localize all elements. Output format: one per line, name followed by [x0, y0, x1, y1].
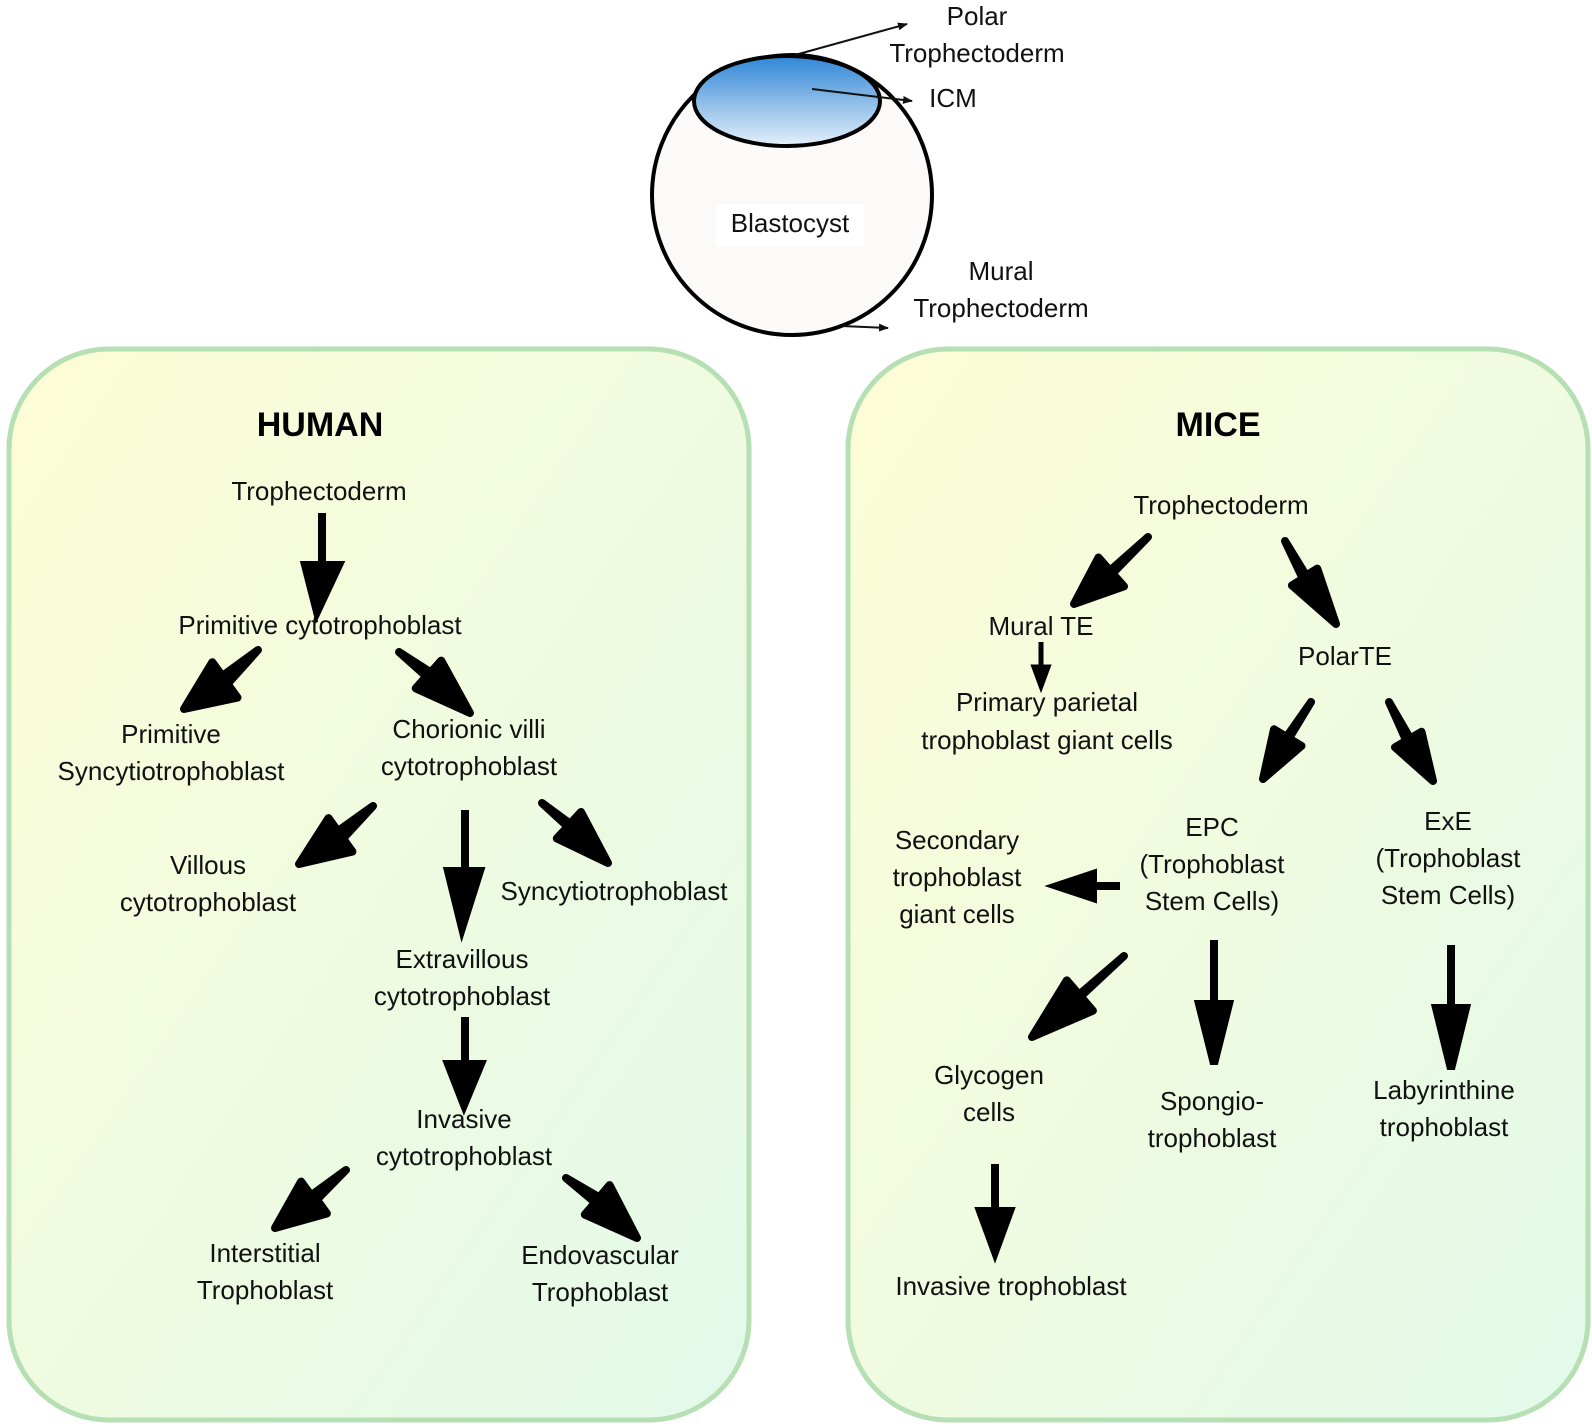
mice-title: MICE: [1176, 406, 1261, 444]
arrow-primitive-cyto-to-chorionic-villi: [395, 648, 474, 717]
arrow-polar-te-to-exe: [1385, 698, 1437, 785]
arrow-te-to-polar-te: [1281, 537, 1340, 628]
mice-spongio-line2: trophoblast: [1148, 1123, 1277, 1153]
mice-panel: MICE Trophectoderm Mural TE PolarTE Prim…: [845, 346, 1591, 1423]
arrow-epc-to-secondary: [1044, 868, 1120, 904]
arrow-glycogen-to-invasive: [974, 1164, 1016, 1264]
human-syncytiotrophoblast: Syncytiotrophoblast: [501, 876, 729, 906]
mice-primary-parietal-line1: Primary parietal: [956, 687, 1138, 717]
arrow-epc-to-glycogen: [1028, 952, 1128, 1041]
human-panel: HUMAN Trophectoderm Primitive cytotropho…: [6, 346, 752, 1423]
mice-exe-line2: (Trophoblast: [1376, 843, 1522, 873]
blastocyst-label: Blastocyst: [731, 208, 850, 238]
arrow-invasive-to-interstitial: [271, 1166, 350, 1232]
mice-primary-parietal-line2: trophoblast giant cells: [921, 725, 1172, 755]
blastocyst-label-bg: [716, 204, 864, 246]
mice-mural-te: Mural TE: [989, 611, 1094, 641]
polar-te-label-line2: Trophectoderm: [889, 38, 1064, 68]
mice-panel-box: [845, 346, 1591, 1423]
arrow-invasive-to-endovascular: [562, 1174, 641, 1242]
arrow-epc-to-spongio: [1193, 940, 1235, 1065]
mice-epc-line1: EPC: [1185, 812, 1238, 842]
icm-mass: [692, 54, 882, 148]
mural-te-label-line2: Trophectoderm: [913, 293, 1088, 323]
human-invasive-line2: cytotrophoblast: [376, 1141, 553, 1171]
mice-labyrinthine-line2: trophoblast: [1380, 1112, 1509, 1142]
human-title: HUMAN: [257, 406, 384, 444]
arrow-primitive-cyto-to-primitive-syncytio: [180, 646, 262, 713]
mice-trophectoderm: Trophectoderm: [1133, 490, 1308, 520]
mice-exe-line1: ExE: [1424, 806, 1472, 836]
arrow-mural-te-to-primary-parietal: [1030, 642, 1052, 694]
arrow-extravillous-to-invasive: [442, 1017, 487, 1116]
mice-arrows: [974, 533, 1472, 1264]
human-extravillous-line2: cytotrophoblast: [374, 981, 551, 1011]
human-chorionic-villi-line1: Chorionic villi: [392, 714, 545, 744]
mice-labyrinthine-line1: Labyrinthine: [1373, 1075, 1515, 1105]
human-panel-box: [6, 346, 752, 1423]
mural-te-pointer: [841, 323, 889, 332]
blastocyst-figure: Blastocyst Polar Trophectoderm ICM Mural…: [650, 1, 1089, 337]
human-villous-line1: Villous: [170, 850, 246, 880]
arrow-chorionic-villi-to-extravillous: [442, 810, 486, 943]
mice-invasive-trophoblast: Invasive trophoblast: [895, 1271, 1127, 1301]
mice-epc-line2: (Trophoblast: [1140, 849, 1286, 879]
mice-glycogen-line2: cells: [963, 1097, 1015, 1127]
polar-te-pointer: [794, 22, 908, 56]
mice-secondary-line2: trophoblast: [893, 862, 1022, 892]
icm-label: ICM: [929, 83, 977, 113]
arrow-chorionic-villi-to-syncytio: [538, 799, 612, 867]
mice-exe-line3: Stem Cells): [1381, 880, 1515, 910]
human-arrows: [180, 513, 641, 1242]
human-trophectoderm: Trophectoderm: [231, 476, 406, 506]
human-primitive-cytotrophoblast: Primitive cytotrophoblast: [178, 610, 462, 640]
human-primitive-syncytio-line1: Primitive: [121, 719, 221, 749]
mural-te-label-line1: Mural: [968, 256, 1033, 286]
human-primitive-syncytio-line2: Syncytiotrophoblast: [58, 756, 286, 786]
human-villous-line2: cytotrophoblast: [120, 887, 297, 917]
polar-te-label-line1: Polar: [947, 1, 1008, 31]
mice-secondary-line1: Secondary: [895, 825, 1019, 855]
arrow-polar-te-to-epc: [1259, 698, 1315, 783]
human-extravillous-line1: Extravillous: [396, 944, 529, 974]
human-endovascular-line1: Endovascular: [521, 1240, 679, 1270]
mice-polar-te: PolarTE: [1298, 641, 1392, 671]
arrow-exe-to-labyrinthine: [1430, 945, 1472, 1070]
human-interstitial-line2: Trophoblast: [197, 1275, 334, 1305]
mice-secondary-line3: giant cells: [899, 899, 1015, 929]
arrow-te-to-mural-te: [1070, 533, 1152, 608]
human-interstitial-line1: Interstitial: [209, 1238, 320, 1268]
arrow-trophectoderm-to-primitive-cyto: [299, 513, 346, 624]
mice-glycogen-line1: Glycogen: [934, 1060, 1044, 1090]
mice-spongio-line1: Spongio-: [1160, 1086, 1264, 1116]
mice-epc-line3: Stem Cells): [1145, 886, 1279, 916]
human-endovascular-line2: Trophoblast: [532, 1277, 669, 1307]
human-chorionic-villi-line2: cytotrophoblast: [381, 751, 558, 781]
arrow-chorionic-villi-to-villous: [295, 802, 377, 868]
icm-pointer: [811, 88, 913, 104]
